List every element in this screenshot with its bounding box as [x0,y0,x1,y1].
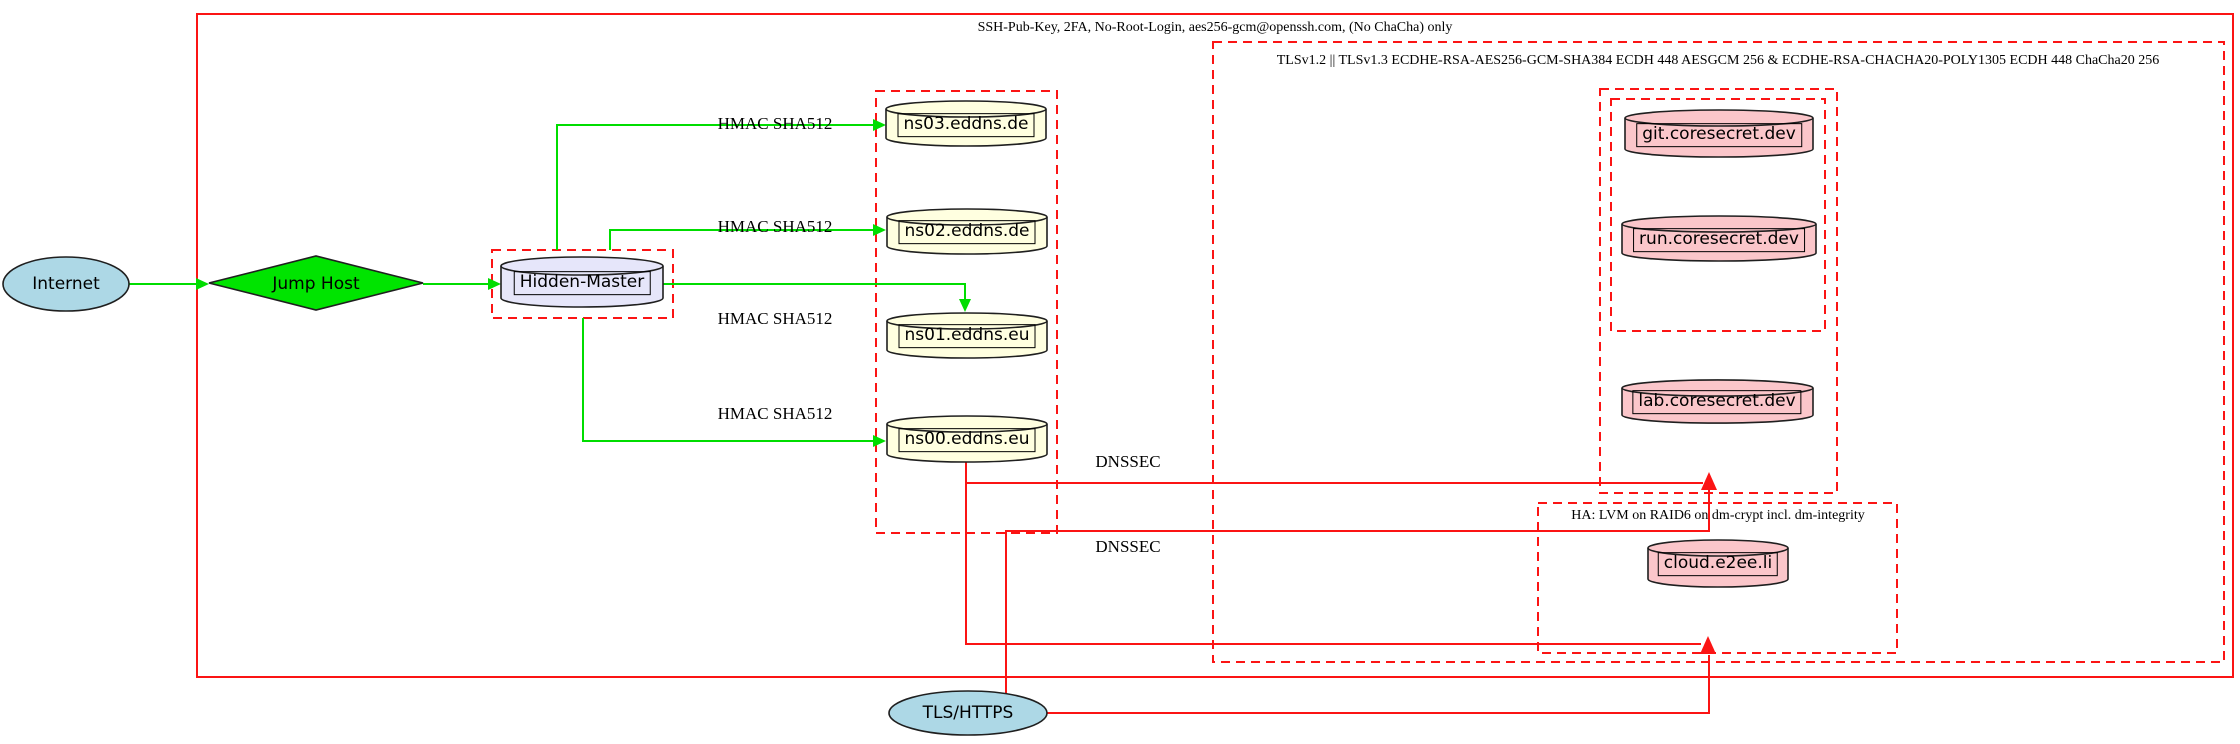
arrowhead-ns01 [959,299,971,312]
arrowhead-into-coresecret [1701,472,1717,490]
node-hiddenmaster-label: Hidden-Master [513,271,651,295]
arrowhead-ns02 [873,224,886,236]
node-git-label: git.coresecret.dev [1636,123,1802,147]
node-run-label: run.coresecret.dev [1633,228,1805,252]
edge-hiddenmaster-ns00 [582,318,873,442]
node-internet-ellipse [2,256,130,312]
cylinder-rim [886,216,1048,226]
node-git-cylinder [1624,109,1814,158]
cylinder-body [886,415,1048,463]
edge-ns00-coresecret-dnssec [965,462,1703,484]
edge-label-hmac-ns02: HMAC SHA512 [717,217,833,236]
node-ns00-cylinder [886,415,1048,463]
cylinder-rim [886,320,1048,330]
cluster-ssh-border [196,13,2234,678]
edge-hiddenmaster-ns03 [556,124,873,250]
node-ns03-cylinder [885,100,1047,147]
edge-tls-coresecret [1005,489,1710,693]
node-internet-label: Internet [32,274,100,294]
node-cloud-label: cloud.e2ee.li [1657,552,1779,576]
node-lab-label: lab.coresecret.dev [1632,390,1802,414]
cylinder-rim [1621,387,1814,397]
edge-label-dnssec-1: DNSSEC [1095,452,1161,471]
edge-hiddenmaster-ns02 [609,229,873,250]
cylinder-rim [1624,117,1814,127]
cluster-gitrun-border [1610,98,1826,332]
edge-tls-ha [1046,655,1710,714]
cylinder-rim [885,108,1047,118]
arrowhead-jumphost [196,278,209,290]
cylinder-rim [1647,547,1789,557]
cylinder-body [885,100,1047,147]
edge-label-hmac-ns00: HMAC SHA512 [717,404,833,423]
node-jumphost-diamond [208,255,424,311]
node-ns03-label: ns03.eddns.de [897,113,1035,137]
arrowhead-hiddenmaster [488,278,501,290]
cluster-tls-label: TLSv1.2 || TLSv1.3 ECDHE-RSA-AES256-GCM-… [1276,53,2160,68]
edge-label-hmac-ns01: HMAC SHA512 [717,309,833,328]
arrowhead-into-ha [1700,636,1716,654]
edge-ns00-ha-dnssec [965,483,1701,645]
cylinder-rim [500,265,664,276]
cylinder-body [1624,109,1814,158]
cluster-coresecret-border [1599,88,1838,494]
cylinder-body [1621,215,1817,262]
edge-label-dnssec-2: DNSSEC [1095,537,1161,556]
cluster-ssh-label: SSH-Pub-Key, 2FA, No-Root-Login, aes256-… [977,20,1453,35]
cylinder-rim [1621,223,1817,233]
arrowhead-ns03 [873,119,886,131]
edge-label-hmac-ns03: HMAC SHA512 [717,114,833,133]
cylinder-rim [886,423,1048,433]
node-jumphost-label: Jump Host [272,274,360,294]
node-tlshttps-label: TLS/HTTPS [922,703,1014,723]
edge-hiddenmaster-ns01 [663,283,966,299]
arrowhead-ns00 [873,435,886,447]
node-ns01-label: ns01.eddns.eu [898,324,1036,348]
node-run-cylinder [1621,215,1817,262]
cluster-ha-label: HA: LVM on RAID6 on dm-crypt incl. dm-in… [1571,508,1865,523]
cluster-tls-border [1212,41,2225,663]
node-ns02-label: ns02.eddns.de [898,220,1036,244]
node-ns00-label: ns00.eddns.eu [898,428,1036,452]
node-tlshttps-ellipse [888,690,1048,736]
